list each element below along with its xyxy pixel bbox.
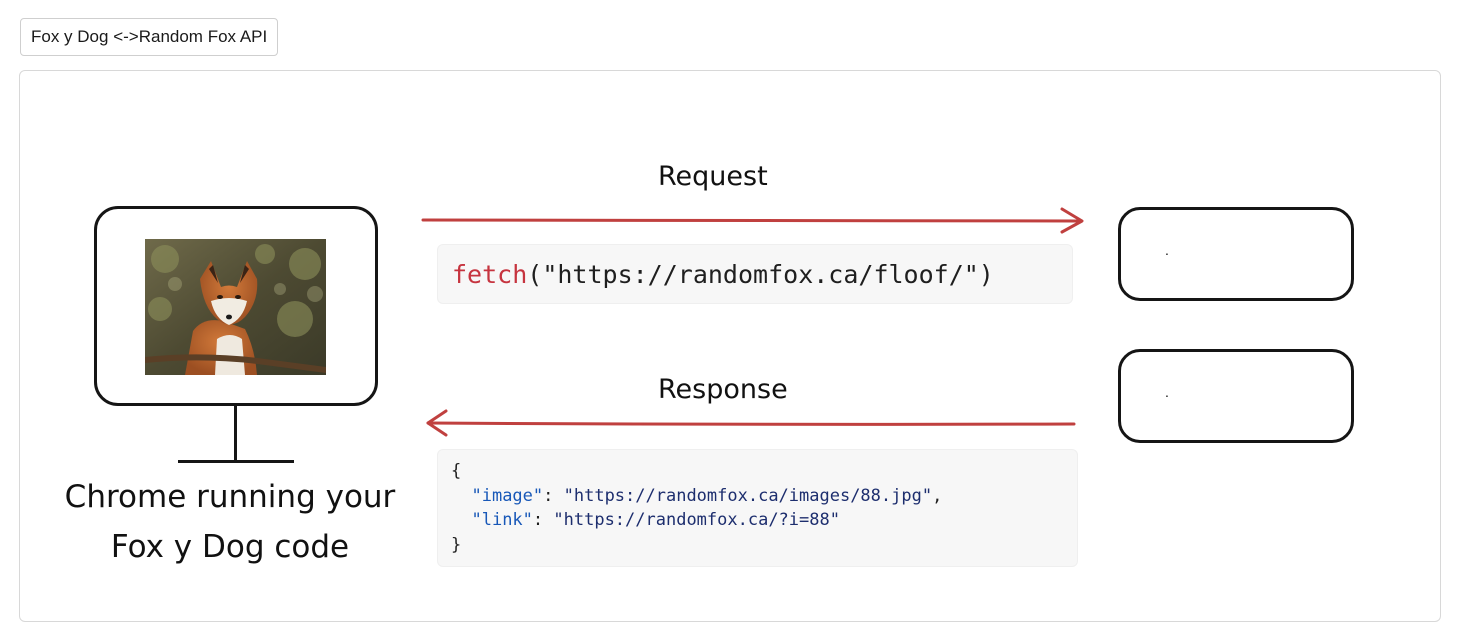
json-key-image: "image" bbox=[471, 485, 544, 506]
response-label: Response bbox=[658, 374, 788, 405]
diagram-canvas bbox=[19, 70, 1441, 622]
response-arrow bbox=[426, 409, 1076, 437]
client-caption-line-1: Chrome running your bbox=[64, 479, 396, 515]
request-label: Request bbox=[658, 161, 768, 192]
request-code-block: fetch("https://randomfox.ca/floof/") bbox=[437, 244, 1073, 304]
response-code-block: { "image": "https://randomfox.ca/images/… bbox=[437, 449, 1078, 567]
client-caption-line-2: Fox y Dog code bbox=[110, 529, 350, 565]
fetch-keyword: fetch bbox=[452, 260, 528, 289]
server-box-response-text: . bbox=[1165, 384, 1169, 400]
json-value-link: "https://randomfox.ca/?i=88" bbox=[553, 510, 840, 530]
server-box-request: . bbox=[1118, 207, 1354, 301]
monitor-screen bbox=[94, 206, 378, 406]
monitor-stand bbox=[234, 406, 237, 462]
server-box-response: . bbox=[1118, 349, 1354, 443]
json-close-brace: } bbox=[451, 534, 462, 555]
fox-photo bbox=[145, 239, 326, 375]
fetch-args: ("https://randomfox.ca/floof/") bbox=[527, 260, 994, 289]
json-open-brace: { bbox=[451, 461, 462, 481]
request-arrow bbox=[421, 207, 1084, 234]
client-caption: Chrome running your Fox y Dog code bbox=[40, 472, 420, 572]
server-box-request-text: . bbox=[1165, 242, 1169, 258]
monitor-base bbox=[178, 460, 294, 463]
json-key-link: "link" bbox=[471, 510, 533, 530]
json-value-image: "https://randomfox.ca/images/88.jpg" bbox=[563, 485, 933, 506]
tab-fox-y-dog-random-fox-api[interactable]: Fox y Dog <->Random Fox API bbox=[20, 18, 279, 56]
